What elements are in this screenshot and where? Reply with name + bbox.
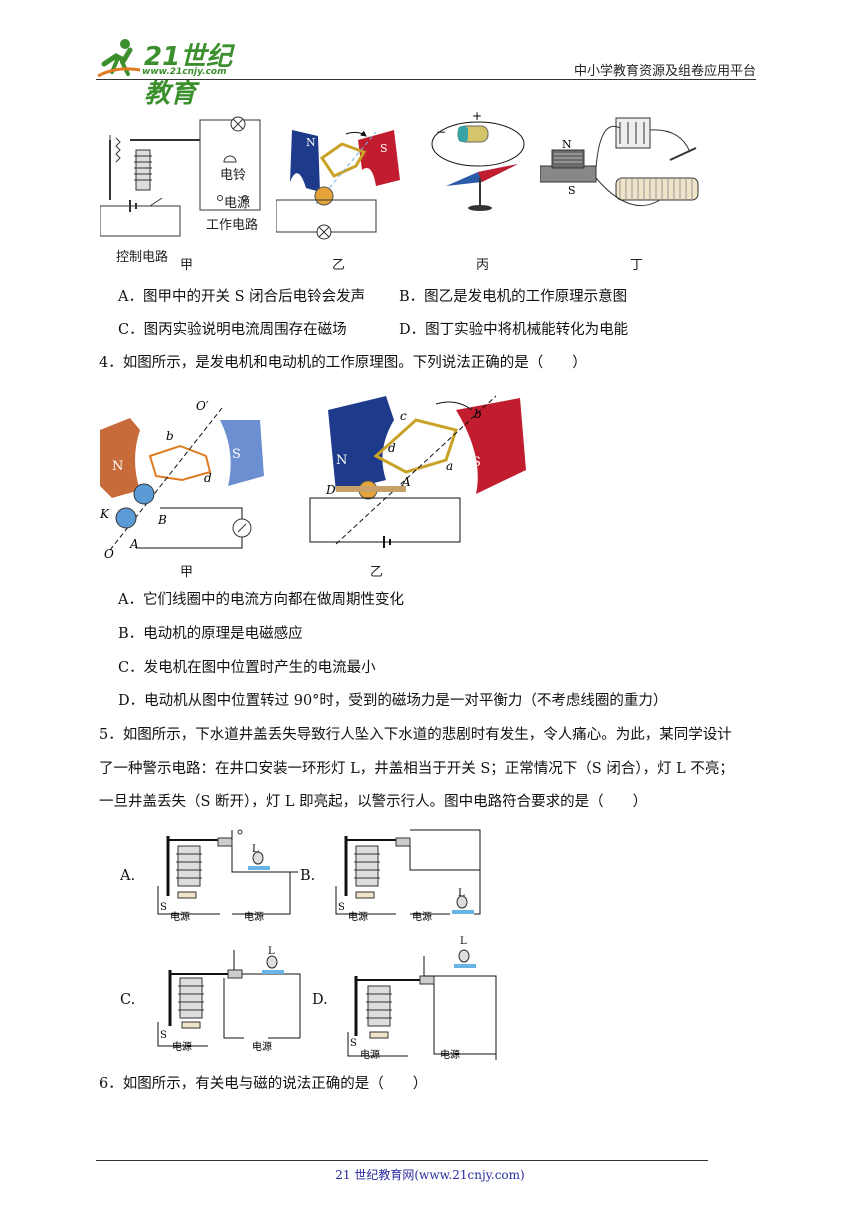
svg-text:c: c	[400, 409, 407, 423]
svg-text:A: A	[401, 475, 411, 489]
q4-option-c: C．发电机在图中位置时产生的电流最小	[118, 660, 376, 676]
q3-yi-label: 乙	[332, 258, 346, 273]
svg-text:电源: 电源	[412, 910, 432, 922]
relay-circuit-d: L S 电源 电源	[347, 936, 497, 1074]
generator-principle-diagram: N S b d O′ K O B A	[99, 399, 264, 561]
svg-text:S: S	[350, 1038, 357, 1049]
q3-ding-label: 丁	[630, 258, 644, 273]
logo-url: www.21cnjy.com	[142, 67, 227, 77]
q3-jia-work-label: 工作电路	[206, 218, 259, 233]
svg-text:电源: 电源	[244, 910, 264, 922]
q5-option-b-letter: B.	[300, 868, 316, 884]
svg-text:S: S	[160, 1030, 167, 1041]
q3-figure-yi: N S	[275, 122, 406, 242]
q4-option-b: B．电动机的原理是电磁感应	[118, 626, 303, 642]
svg-text:d: d	[388, 441, 396, 455]
q4-jia-label: 甲	[180, 565, 194, 580]
svg-text:b: b	[166, 429, 174, 443]
relay-circuit-a: L S 电源 电源	[157, 829, 312, 923]
q4-figure-yi: N S c b d a D A	[306, 390, 530, 550]
svg-text:B: B	[157, 513, 167, 527]
q3-figure-jia	[99, 110, 270, 270]
q6-stem: 6．如图所示，有关电与磁的说法正确的是（ ）	[99, 1076, 428, 1092]
svg-text:N: N	[336, 453, 347, 468]
svg-text:电源: 电源	[348, 910, 368, 922]
footer-divider	[96, 1160, 708, 1161]
q5-option-b-circuit: L S 电源 电源	[326, 826, 490, 923]
q3-jia-power-label: 电源	[224, 196, 251, 211]
svg-text:L: L	[252, 844, 259, 855]
q4-option-a: A．它们线圈中的电流方向都在做周期性变化	[118, 592, 404, 608]
svg-text:N: N	[306, 136, 316, 149]
svg-text:S: S	[380, 142, 388, 155]
svg-text:S: S	[472, 455, 481, 470]
o-prime-label: O′	[196, 400, 209, 413]
q3-jia-control-label: 控制电路	[116, 250, 169, 265]
q3-jia-label: 甲	[180, 258, 194, 273]
q3-option-d: D．图丁实验中将机械能转化为电能	[399, 322, 629, 338]
svg-text:L: L	[460, 936, 467, 947]
q5-option-c-letter: C.	[120, 992, 136, 1008]
footer-link[interactable]: 21 世纪教育网(www.21cnjy.com)	[335, 1168, 525, 1182]
svg-text:电源: 电源	[252, 1040, 272, 1052]
q3-figure-ding: N S	[539, 108, 720, 218]
svg-text:a: a	[446, 459, 453, 473]
q3-option-b: B．图乙是发电机的工作原理示意图	[399, 289, 628, 305]
q3-figure-bing: − +	[428, 108, 528, 218]
svg-text:电源: 电源	[360, 1048, 380, 1060]
q5-stem-line-3: 一旦井盖丢失（S 断开），灯 L 即亮起，以警示行人。图中电路符合要求的是（ ）	[99, 794, 648, 810]
q4-stem: 4．如图所示，是发电机和电动机的工作原理图。下列说法正确的是（ ）	[99, 355, 587, 371]
relay-circuit-b: L S 电源 电源	[335, 829, 481, 923]
q5-option-a-circuit: L S 电源 电源	[148, 826, 312, 923]
relay-circuit-diagram	[99, 116, 261, 237]
svg-text:S: S	[568, 184, 576, 197]
svg-text:N: N	[112, 459, 123, 474]
q3-jia-bell-label: 电铃	[220, 168, 247, 183]
q5-option-c-circuit: L S 电源 电源	[148, 942, 308, 1053]
svg-text:N: N	[562, 138, 572, 151]
q5-stem-line-2: 了一种警示电路：在井口安装一环形灯 L，井盖相当于开关 S；正常情况下（S 闭合…	[99, 761, 734, 777]
q3-option-c: C．图丙实验说明电流周围存在磁场	[118, 322, 347, 338]
generator-model-diagram: N S	[275, 130, 400, 240]
svg-text:S: S	[160, 902, 167, 913]
q5-option-a-letter: A.	[120, 868, 136, 884]
q4-yi-label: 乙	[370, 565, 384, 580]
svg-text:b: b	[474, 407, 482, 421]
q5-option-d-letter: D.	[312, 992, 328, 1008]
svg-text:K: K	[100, 507, 110, 521]
svg-text:电源: 电源	[170, 910, 190, 922]
electromagnet-experiment-diagram: N S	[539, 117, 699, 207]
svg-text:L: L	[268, 946, 275, 957]
oersted-experiment-diagram: − +	[431, 109, 525, 211]
runner-logo-icon	[97, 39, 141, 78]
svg-text:L: L	[458, 888, 465, 899]
svg-text:A: A	[129, 537, 139, 551]
svg-text:−: −	[436, 125, 446, 139]
svg-text:电源: 电源	[440, 1048, 460, 1060]
relay-circuit-c: L S 电源 电源	[157, 946, 301, 1053]
svg-text:d: d	[204, 471, 212, 485]
svg-text:O: O	[104, 547, 114, 560]
q5-stem-line-1: 5．如图所示，下水道井盖丢失导致行人坠入下水道的悲剧时有发生，令人痛心。为此，某…	[99, 727, 732, 743]
site-logo: 21世纪教育 www.21cnjy.com	[96, 36, 256, 109]
header-divider	[96, 79, 756, 80]
logo-title: 21世纪教育	[144, 42, 233, 109]
q4-figure-jia: N S b d O′ K O B A	[99, 399, 272, 561]
svg-text:+: +	[472, 109, 482, 123]
svg-text:S: S	[232, 447, 241, 462]
svg-text:电源: 电源	[172, 1040, 192, 1052]
q3-option-a: A．图甲中的开关 S 闭合后电铃会发声	[118, 289, 366, 305]
svg-text:S: S	[338, 902, 345, 913]
q3-bing-label: 丙	[476, 258, 490, 273]
svg-text:D: D	[325, 483, 336, 497]
q4-option-d: D．电动机从图中位置转过 90°时，受到的磁场力是一对平衡力（不考虑线圈的重力）	[118, 693, 668, 709]
q5-option-d-circuit: L S 电源 电源	[340, 936, 504, 1074]
platform-title: 中小学教育资源及组卷应用平台	[573, 64, 756, 79]
motor-principle-diagram: N S c b d a D A	[309, 395, 526, 548]
